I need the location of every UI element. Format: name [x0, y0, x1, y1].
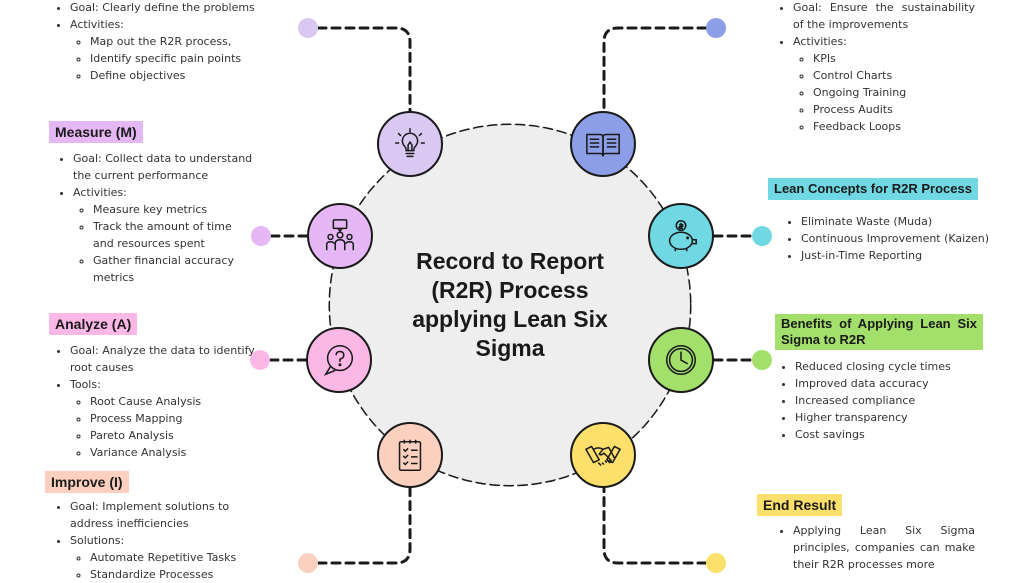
- control-goal: Goal: Ensure the sustainability of the i…: [793, 0, 975, 33]
- handshake-icon: [585, 445, 621, 466]
- list-item: Pareto Analysis: [90, 427, 256, 444]
- list-item: Define objectives: [90, 67, 292, 84]
- book-icon: [586, 133, 620, 157]
- end-result-heading: End Result: [757, 494, 843, 516]
- benefits-block: Reduced closing cycle times Improved dat…: [777, 358, 987, 443]
- question-bubble-icon: [323, 344, 354, 376]
- list-item: Track the amount of time and resources s…: [93, 218, 255, 252]
- control-block: Goal: Ensure the sustainability of the i…: [775, 0, 975, 135]
- analyze-goal: Goal: Analyze the data to identify root …: [70, 342, 256, 376]
- define-activities-label: Activities:: [70, 18, 124, 31]
- list-item: Eliminate Waste (Muda): [801, 213, 993, 230]
- list-item: Continuous Improvement (Kaizen): [801, 230, 993, 247]
- measure-node: [307, 203, 373, 269]
- benefits-node: [648, 327, 714, 393]
- define-dot: [298, 18, 318, 38]
- list-item: Root Cause Analysis: [90, 393, 256, 410]
- lean-block: Eliminate Waste (Muda) Continuous Improv…: [783, 213, 993, 264]
- clock-icon: [665, 344, 697, 376]
- control-activities-label: Activities:: [793, 35, 847, 48]
- define-goal: Goal: Clearly define the problems: [70, 0, 292, 16]
- analyze-tools-label: Tools:: [70, 378, 101, 391]
- list-item: Gather financial accuracy metrics: [93, 252, 255, 286]
- measure-heading: Measure (M): [49, 121, 143, 143]
- define-node: [377, 111, 443, 177]
- list-item: Automate Repetitive Tasks: [90, 549, 242, 566]
- list-item: Cost savings: [795, 426, 987, 443]
- analyze-block: Goal: Analyze the data to identify root …: [52, 342, 256, 461]
- improve-node: [377, 422, 443, 488]
- end-result-block: Applying Lean Six Sigma principles, comp…: [775, 522, 975, 573]
- measure-block: Goal: Collect data to understand the cur…: [55, 150, 255, 286]
- list-item: Identify specific pain points: [90, 50, 292, 67]
- list-item: KPIs: [813, 50, 975, 67]
- list-item: Measure key metrics: [93, 201, 255, 218]
- list-item: Variance Analysis: [90, 444, 256, 461]
- lean-dot: [752, 226, 772, 246]
- lean-heading: Lean Concepts for R2R Process: [768, 178, 978, 200]
- improve-block: Goal: Implement solutions to address ine…: [52, 498, 242, 583]
- lightbulb-icon: [394, 128, 426, 158]
- analyze-heading: Analyze (A): [49, 313, 138, 335]
- benefits-heading: Benefits of Applying Lean Six Sigma to R…: [775, 314, 983, 350]
- benefits-dot: [752, 350, 772, 370]
- list-item: Map out the R2R process,: [90, 33, 292, 50]
- improve-dot: [298, 553, 318, 573]
- analyze-dot: [250, 350, 270, 370]
- control-dot: [706, 18, 726, 38]
- control-node: [570, 111, 636, 177]
- list-item: Process Audits: [813, 101, 975, 118]
- improve-goal: Goal: Implement solutions to address ine…: [70, 498, 242, 532]
- end-result-node: [570, 422, 636, 488]
- define-block: Goal: Clearly define the problems Activi…: [52, 0, 292, 84]
- measure-activities-label: Activities:: [73, 186, 127, 199]
- list-item: Control Charts: [813, 67, 975, 84]
- list-item: Feedback Loops: [813, 118, 975, 135]
- improve-heading: Improve (I): [45, 471, 129, 493]
- checklist-icon: [398, 439, 422, 471]
- list-item: Process Mapping: [90, 410, 256, 427]
- list-item: Improved data accuracy: [795, 375, 987, 392]
- piggy-bank-icon: [668, 220, 697, 252]
- list-item: Reduced closing cycle times: [795, 358, 987, 375]
- analyze-node: [306, 327, 372, 393]
- hub-title: Record to Report (R2R) Process applying …: [412, 248, 608, 361]
- list-item: Ongoing Training: [813, 84, 975, 101]
- list-item: Increased compliance: [795, 392, 987, 409]
- list-item: Just-in-Time Reporting: [801, 247, 993, 264]
- list-item: Higher transparency: [795, 409, 987, 426]
- central-hub: Record to Report (R2R) Process applying …: [330, 125, 690, 485]
- measure-dot: [251, 226, 271, 246]
- team-icon: [325, 219, 355, 251]
- improve-solutions-label: Solutions:: [70, 534, 125, 547]
- measure-goal: Goal: Collect data to understand the cur…: [73, 150, 255, 184]
- end-result-text: Applying Lean Six Sigma principles, comp…: [793, 522, 975, 573]
- lean-node: [648, 203, 714, 269]
- list-item: Standardize Processes: [90, 566, 242, 583]
- end-result-dot: [706, 553, 726, 573]
